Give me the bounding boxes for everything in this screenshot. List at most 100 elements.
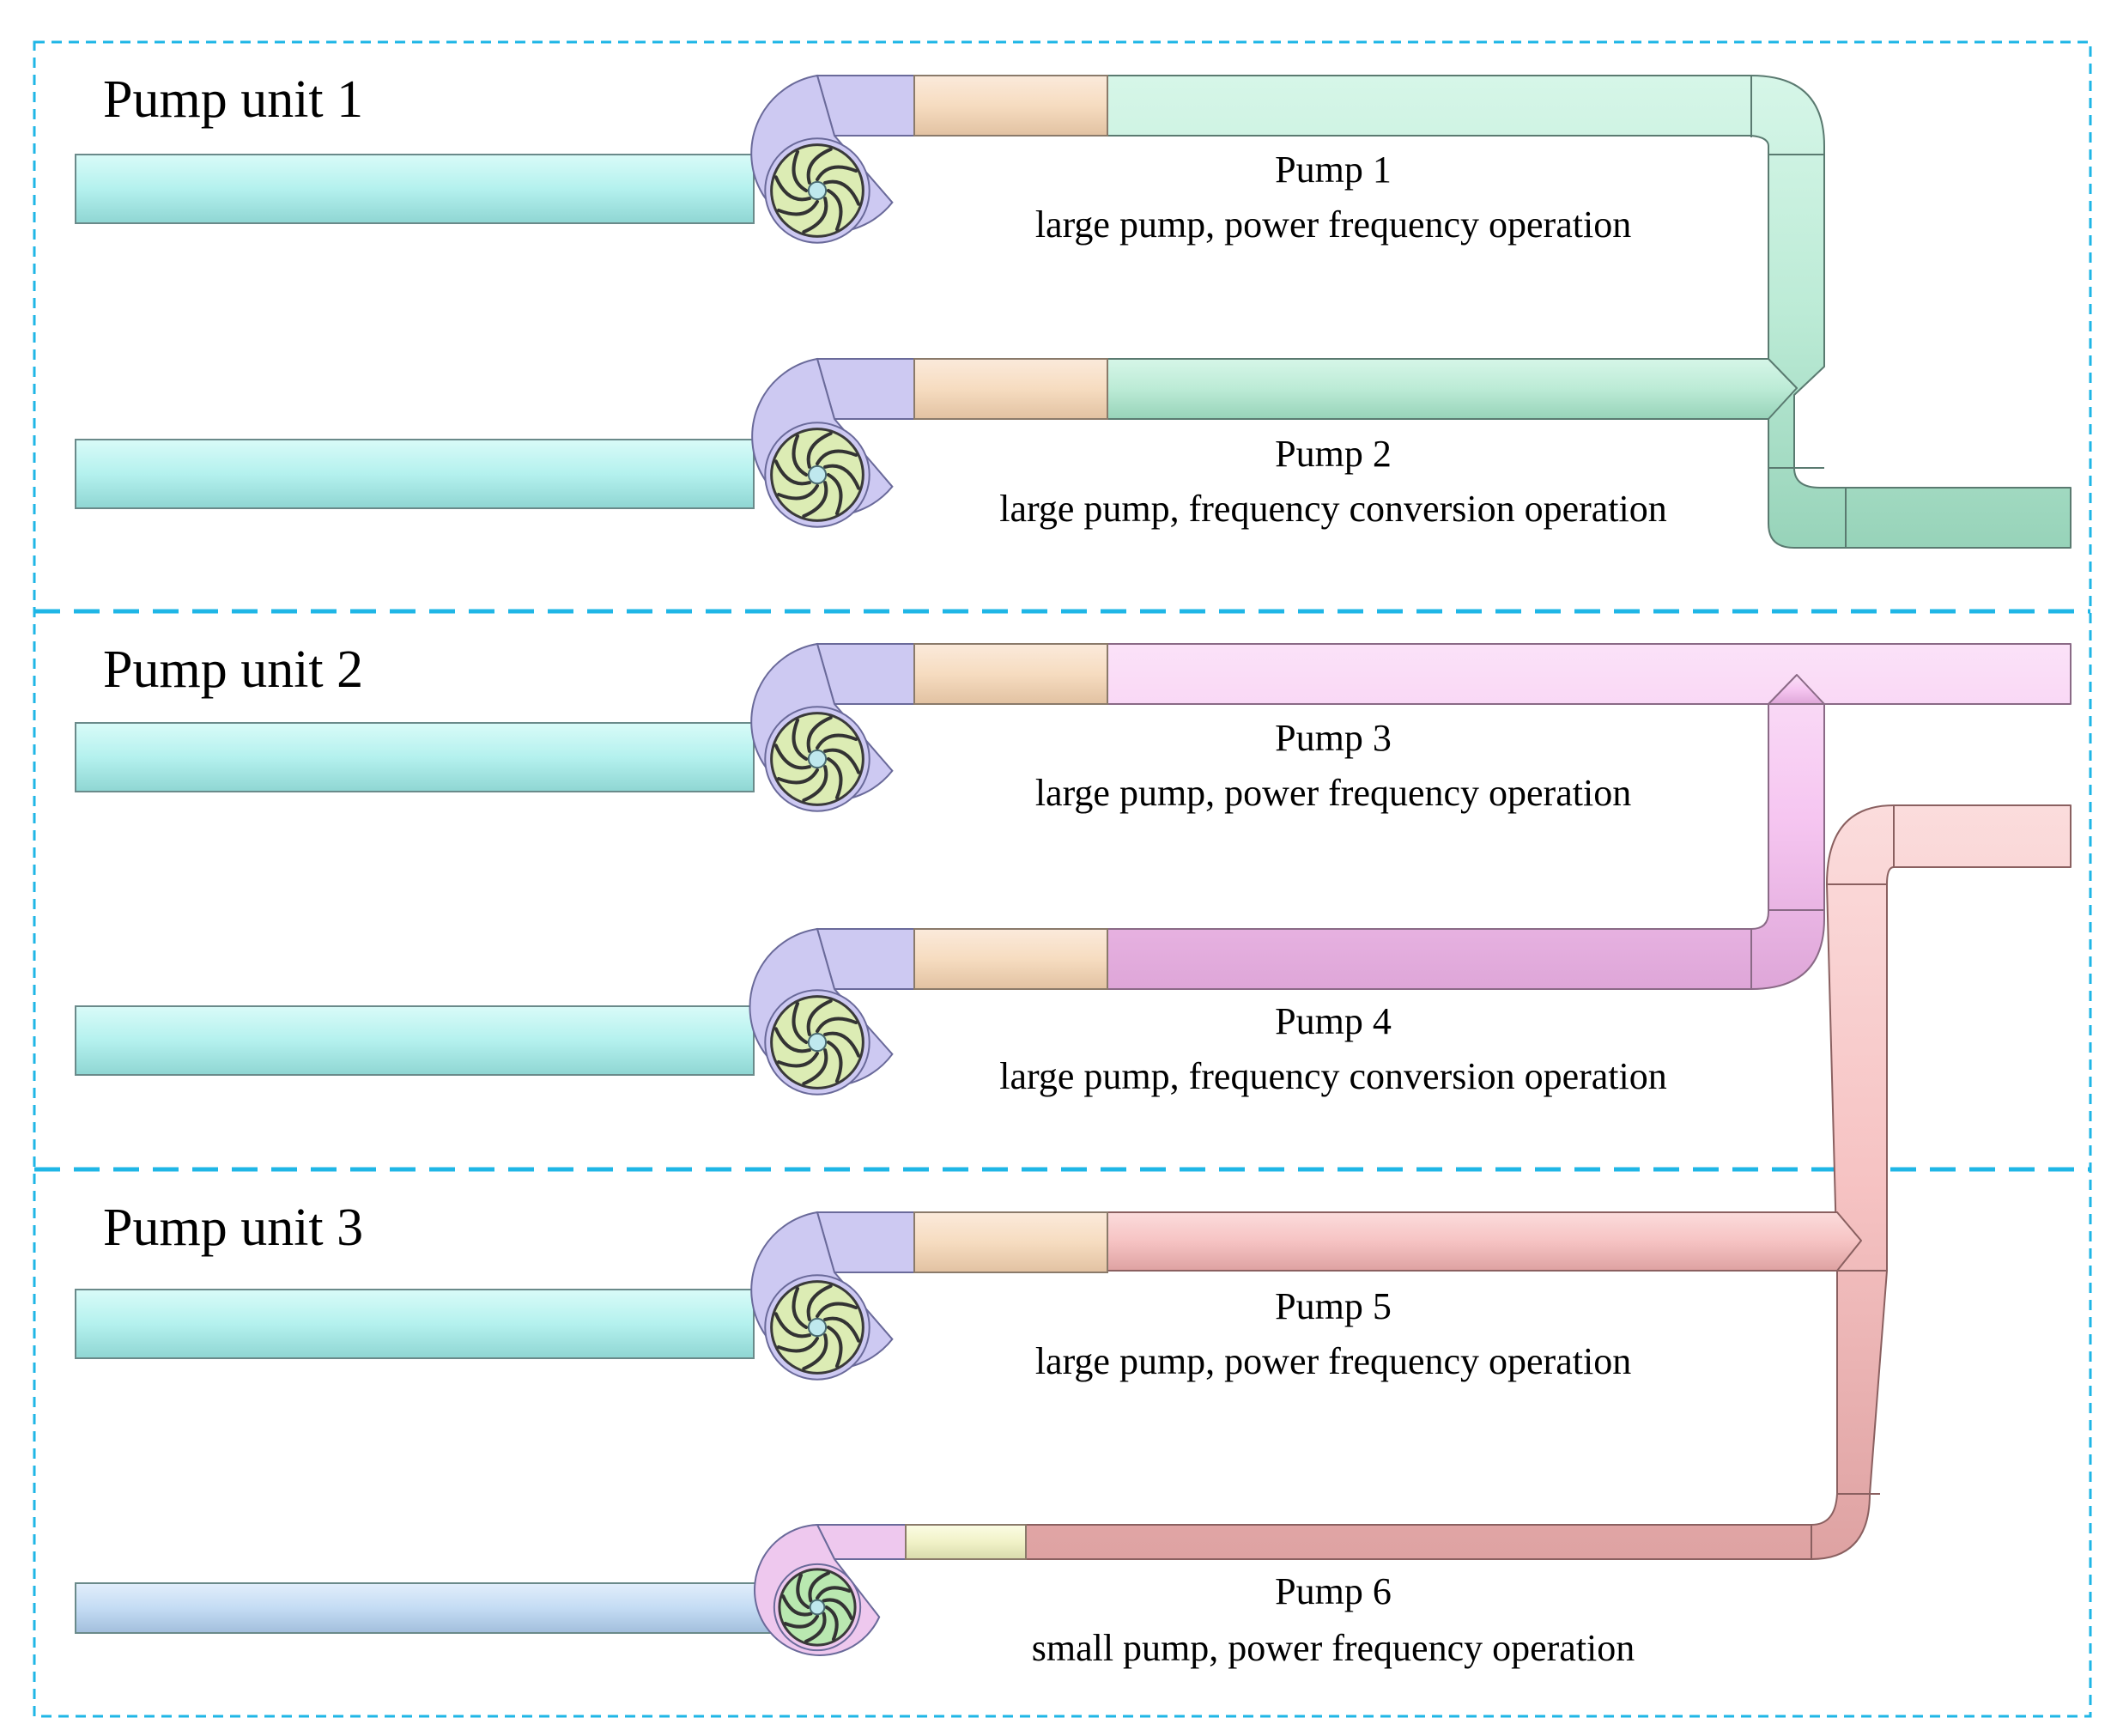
header-pipe-unit-2 <box>1107 643 2072 990</box>
impeller-blade <box>823 1316 861 1343</box>
impeller-blade <box>808 1571 830 1603</box>
impeller-blade <box>826 189 843 232</box>
impeller-blade <box>816 1586 852 1600</box>
impeller-blade <box>792 718 809 761</box>
impeller-blade <box>804 1612 827 1643</box>
impeller-blade <box>824 1605 839 1642</box>
pump-1-name: Pump 1 <box>1275 149 1392 191</box>
impeller-blade <box>826 757 843 800</box>
impeller-blade <box>816 1302 858 1319</box>
impeller-blade <box>802 1333 828 1371</box>
inlet-pipes <box>75 154 780 1634</box>
impeller-blade <box>776 483 819 501</box>
pumps <box>749 74 1108 1656</box>
pump-5-blades <box>773 1284 861 1371</box>
pump-5-symbol <box>750 1211 1108 1381</box>
impeller-blade <box>792 1001 809 1044</box>
pump-2-hub <box>807 464 828 485</box>
pump-3-blades <box>773 715 861 803</box>
impeller-blade <box>781 1594 813 1617</box>
impeller-blade <box>806 431 833 469</box>
impeller-blade <box>816 165 858 182</box>
pump-3-segment <box>913 643 1108 705</box>
pump-1-blades <box>773 147 861 234</box>
impeller-blade <box>823 1031 861 1058</box>
impeller-blade <box>792 1286 809 1329</box>
impeller-blade <box>806 715 833 753</box>
header-pipe-unit-3 <box>1025 804 2072 1560</box>
impeller-blade <box>773 175 811 202</box>
impeller-blade <box>826 473 843 516</box>
inlet-pipe-3 <box>75 722 755 792</box>
pump-2-blades <box>773 431 861 519</box>
impeller-blade <box>773 1312 811 1338</box>
pump-6-hub <box>809 1599 826 1616</box>
impeller-blade <box>816 733 858 750</box>
pump-6-blades <box>781 1571 853 1643</box>
impeller-blade <box>802 197 828 234</box>
header-pipe-unit-1 <box>1107 75 2072 549</box>
impeller-blade <box>826 1326 843 1369</box>
pump-5-hub <box>807 1317 828 1338</box>
impeller-blade <box>826 1041 843 1083</box>
inlet-pipe-5 <box>75 1289 755 1359</box>
pump-1-symbol <box>750 74 1108 244</box>
unit-label-2: Pump unit 2 <box>103 640 363 699</box>
pump-2-description: large pump, frequency conversion operati… <box>999 488 1666 530</box>
pump-4-hub <box>807 1032 828 1053</box>
pump-4-description: large pump, frequency conversion operati… <box>999 1055 1666 1097</box>
impeller-blade <box>796 1573 810 1609</box>
impeller-blade <box>776 1051 819 1068</box>
impeller-blade <box>776 199 819 216</box>
pump-2-symbol <box>751 357 1108 528</box>
impeller-blade <box>776 1336 819 1353</box>
impeller-blade <box>823 464 861 490</box>
impeller-blade <box>792 434 809 476</box>
pump-3-name: Pump 3 <box>1275 717 1392 759</box>
impeller-blade <box>822 1598 853 1620</box>
pump-2-name: Pump 2 <box>1275 433 1392 475</box>
impeller-blade <box>773 459 811 486</box>
unit-frames <box>33 40 2092 1718</box>
pump-1-segment <box>913 75 1108 137</box>
pump-6-description: small pump, power frequency operation <box>1032 1627 1635 1669</box>
impeller-blade <box>776 768 819 785</box>
impeller-blade <box>773 1027 811 1053</box>
pump-2-segment <box>913 358 1108 420</box>
pump-4-name: Pump 4 <box>1275 1000 1392 1042</box>
impeller-blade <box>773 744 811 770</box>
inlet-pipe-2 <box>75 439 755 509</box>
pump-1-hub <box>807 180 828 201</box>
pump-5-segment <box>913 1211 1108 1273</box>
pump-5-name: Pump 5 <box>1275 1285 1392 1327</box>
inlet-pipe-1 <box>75 154 755 224</box>
unit-label-3: Pump unit 3 <box>103 1199 363 1257</box>
pump-3-hub <box>807 749 828 769</box>
inlet-pipe-6 <box>75 1582 780 1634</box>
impeller-blade <box>802 765 828 803</box>
impeller-blade <box>806 147 833 185</box>
pump-6-name: Pump 6 <box>1275 1570 1392 1612</box>
impeller-blade <box>816 449 858 466</box>
impeller-blade <box>823 179 861 206</box>
pump-6-symbol <box>754 1523 1027 1656</box>
impeller-blade <box>806 999 833 1036</box>
impeller-blade <box>802 481 828 519</box>
unit-label-1: Pump unit 1 <box>103 70 363 129</box>
outer-frame <box>33 40 2092 1718</box>
pump-3-symbol <box>750 642 1108 812</box>
labels: Pump unit 1 Pump unit 2 Pump unit 3 Pump… <box>103 70 1667 1669</box>
impeller-blade <box>802 1048 828 1086</box>
pump-4-blades <box>773 999 861 1086</box>
inlet-pipe-4 <box>75 1005 755 1076</box>
pump-6-segment <box>905 1524 1027 1560</box>
impeller-blade <box>816 1017 858 1034</box>
impeller-blade <box>823 748 861 774</box>
impeller-blade <box>783 1614 819 1629</box>
pump-4-symbol <box>749 927 1108 1096</box>
impeller-blade <box>806 1284 833 1321</box>
pump-5-description: large pump, power frequency operation <box>1035 1340 1631 1382</box>
pump-4-segment <box>913 928 1108 990</box>
pump-3-description: large pump, power frequency operation <box>1035 772 1631 814</box>
